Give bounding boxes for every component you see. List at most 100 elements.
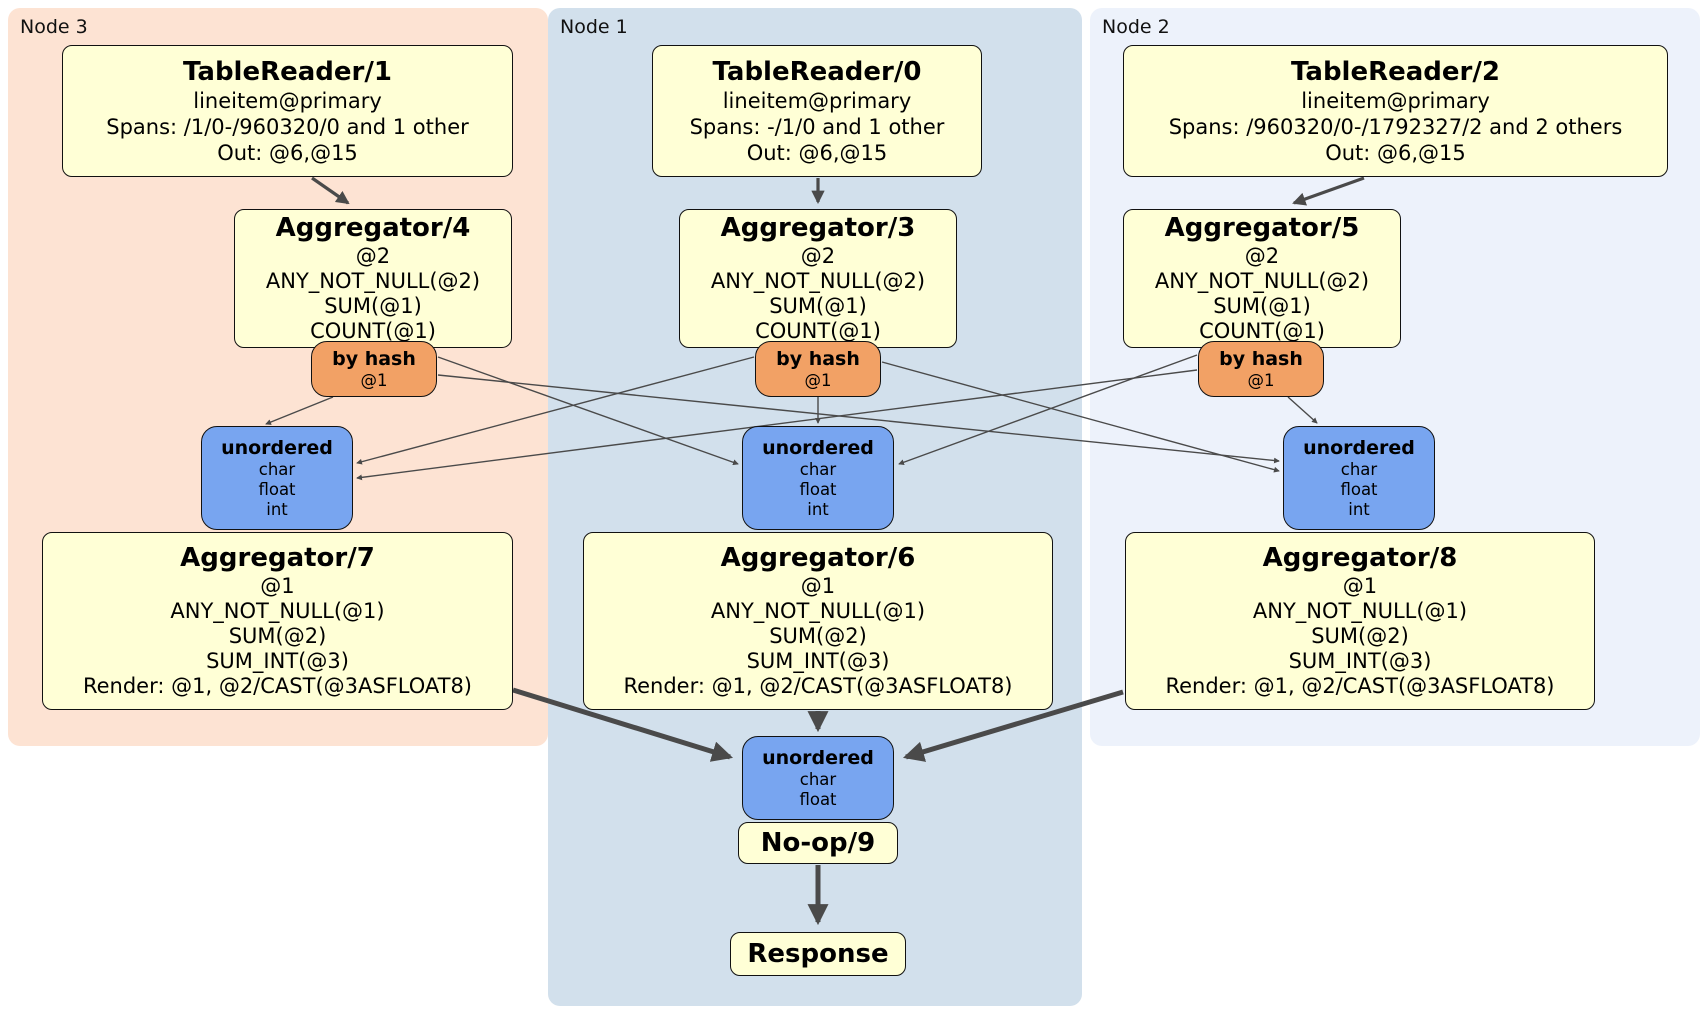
box-title: Aggregator/5 (1164, 213, 1360, 243)
box-line: @2 (1244, 244, 1280, 268)
box-line: @1 (1247, 370, 1275, 390)
box-line: SUM(@1) (324, 294, 422, 318)
router-by-hash-node1: by hash @1 (755, 341, 881, 397)
box-title: unordered (762, 436, 874, 459)
box-lines: @1 (361, 371, 388, 391)
box-line: COUNT(@1) (310, 319, 436, 343)
box-title: unordered (1303, 436, 1415, 459)
box-line: ANY_NOT_NULL(@2) (1154, 269, 1370, 293)
box-title: unordered (221, 436, 333, 459)
box-line: lineitem@primary (193, 88, 382, 113)
box-line: ANY_NOT_NULL(@2) (710, 269, 926, 293)
box-line: Out: @6,@15 (1325, 140, 1466, 165)
edge-bh3-to-un2 (898, 354, 1198, 466)
router-by-hash-node2: by hash @1 (1198, 341, 1324, 397)
box-title: TableReader/0 (712, 56, 922, 87)
box-title: Response (747, 938, 889, 969)
node2-label: Node 2 (1102, 16, 1170, 38)
box-line: @1 (260, 574, 295, 598)
edge-bh3-to-un1 (356, 369, 1198, 481)
processor-noop-9: No-op/9 (738, 822, 898, 864)
box-line: float (799, 789, 837, 809)
edge-bh1-to-un2 (437, 356, 739, 466)
box-line: Out: @6,@15 (217, 140, 358, 165)
box-title: Aggregator/4 (275, 213, 471, 243)
box-line: Render: @1, @2/CAST(@3ASFLOAT8) (623, 674, 1013, 698)
node3-label: Node 3 (20, 16, 88, 38)
edge-bh3-to-un3 (1287, 396, 1318, 424)
edge-bh2-to-un1 (356, 356, 755, 465)
box-line: lineitem@primary (1301, 88, 1490, 113)
box-line: Spans: -/1/0 and 1 other (689, 114, 945, 139)
box-line: char (799, 769, 837, 789)
box-line: @1 (804, 370, 832, 390)
box-line: @2 (800, 244, 836, 268)
box-line: @1 (800, 574, 836, 598)
box-line: Render: @1, @2/CAST(@3ASFLOAT8) (1165, 674, 1555, 698)
box-line: int (266, 499, 288, 519)
box-line: float (258, 479, 296, 499)
box-title: by hash (332, 347, 416, 370)
box-line: Out: @6,@15 (746, 140, 888, 165)
box-line: @1 (360, 370, 388, 390)
box-line: float (799, 479, 837, 499)
box-line: Spans: /960320/0-/1792327/2 and 2 others (1168, 114, 1623, 139)
box-line: @2 (355, 244, 391, 268)
box-line: @1 (1342, 574, 1378, 598)
box-lines: @1 (1248, 371, 1275, 391)
box-lines: @1 (805, 371, 832, 391)
box-title: Aggregator/3 (720, 213, 916, 243)
box-title: TableReader/1 (183, 56, 392, 87)
box-line: SUM(@2) (1311, 624, 1409, 648)
box-line: char (1340, 459, 1378, 479)
box-line: Spans: /1/0-/960320/0 and 1 other (106, 114, 469, 139)
box-line: int (1348, 499, 1370, 519)
box-line: ANY_NOT_NULL(@1) (710, 599, 926, 623)
edge-tr2-to-agg5 (1292, 176, 1365, 206)
box-title: Aggregator/7 (180, 543, 375, 573)
box-title: No-op/9 (760, 827, 876, 858)
response-box: Response (730, 932, 906, 976)
box-line: SUM_INT(@3) (746, 649, 890, 673)
box-title: Aggregator/6 (720, 543, 916, 573)
box-line: ANY_NOT_NULL(@1) (1252, 599, 1468, 623)
box-line: SUM_INT(@3) (1288, 649, 1432, 673)
edge-agg8-to-unmid (902, 689, 1124, 762)
box-line: int (807, 499, 829, 519)
box-line: ANY_NOT_NULL(@2) (265, 269, 481, 293)
edge-bh1-to-un3 (437, 374, 1280, 464)
edge-agg7-to-unmid (512, 687, 734, 762)
edge-bh1-to-un1 (265, 396, 334, 425)
box-line: SUM_INT(@3) (206, 649, 349, 673)
box-title: Aggregator/8 (1262, 543, 1458, 573)
box-title: unordered (762, 746, 874, 769)
box-line: lineitem@primary (722, 88, 912, 113)
box-line: char (258, 459, 296, 479)
box-line: float (1340, 479, 1378, 499)
edge-bh2-to-un3 (881, 361, 1280, 473)
box-line: COUNT(@1) (1199, 319, 1325, 343)
box-line: SUM(@1) (1213, 294, 1311, 318)
